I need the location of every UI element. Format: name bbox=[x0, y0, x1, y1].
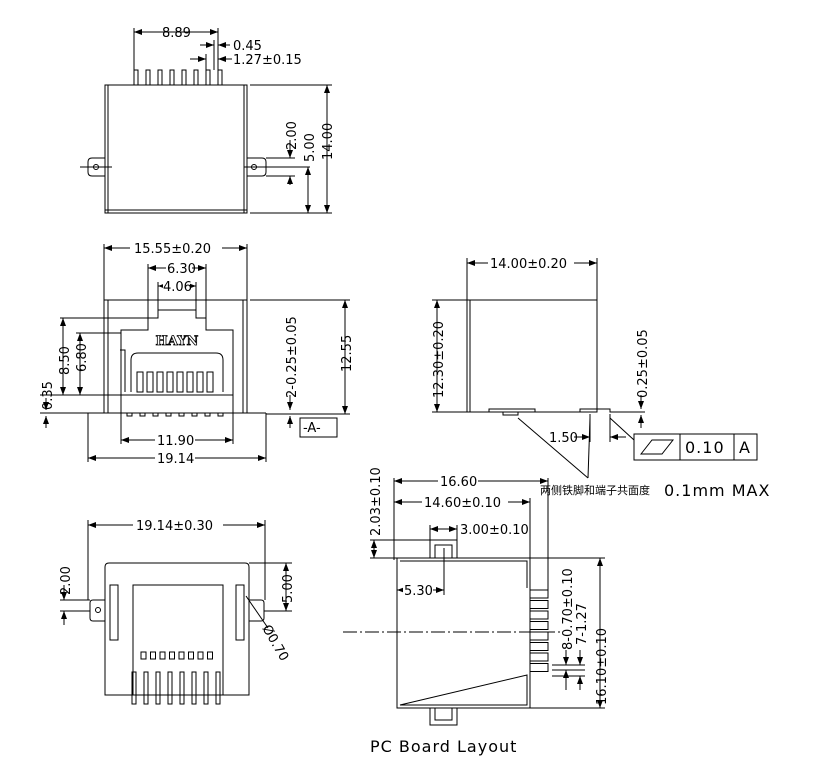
pin bbox=[169, 69, 175, 86]
pad bbox=[207, 651, 213, 660]
flatness-control-frame: 0.10 A bbox=[633, 433, 758, 461]
pad bbox=[159, 651, 166, 660]
dim-tab: 1.50 bbox=[549, 431, 578, 446]
dim-pins-span: 8.89 bbox=[162, 26, 191, 41]
pad bbox=[188, 651, 194, 660]
dim-ear: 2.00 bbox=[59, 566, 74, 595]
dim-width: 15.55±0.20 bbox=[134, 242, 211, 257]
pin bbox=[179, 671, 185, 705]
pin bbox=[203, 671, 209, 705]
contact bbox=[176, 371, 184, 393]
dim-h1: 8.50 bbox=[58, 346, 73, 375]
datum-a: -A- bbox=[303, 421, 321, 436]
fcf-value: 0.10 bbox=[685, 438, 725, 457]
flatness-icon bbox=[639, 439, 675, 455]
front-view: HAYN 15.55±0.20 6.30 4.06 12.55 2-0.25±0… bbox=[40, 240, 355, 467]
dim-body: 14.60±0.10 bbox=[424, 496, 501, 511]
brand-logo: HAYN bbox=[156, 334, 199, 349]
contact bbox=[146, 371, 154, 393]
pcb-pad bbox=[529, 621, 549, 630]
dim-tab-pos: 5.30 bbox=[404, 584, 433, 599]
contact bbox=[136, 371, 144, 393]
pcb-layout: 16.60 14.60±0.10 3.00±0.10 5.30 2.03±0.1… bbox=[343, 467, 610, 756]
pin-tip bbox=[165, 412, 172, 417]
dim-pitch: 7-1.27 bbox=[575, 603, 590, 645]
dim-tab-h: 2.03±0.10 bbox=[369, 467, 384, 536]
pcb-pad bbox=[529, 663, 549, 672]
pin bbox=[193, 69, 199, 86]
pin bbox=[131, 671, 137, 705]
pcb-pad bbox=[529, 600, 549, 609]
pin bbox=[143, 671, 149, 705]
pin bbox=[217, 69, 223, 86]
dim-depth: 14.00±0.20 bbox=[490, 257, 567, 272]
contact bbox=[166, 371, 174, 393]
pin bbox=[191, 671, 197, 705]
pin bbox=[155, 671, 161, 705]
side-view: 14.00±0.20 12.30±0.20 0.25±0.05 1.50 0.1… bbox=[432, 256, 770, 500]
pad bbox=[169, 651, 175, 660]
dim-ear-width: 2.00 bbox=[285, 121, 300, 150]
pad bbox=[150, 651, 156, 660]
dim-pads: 8-0.70±0.10 bbox=[561, 568, 576, 650]
pin-tip bbox=[191, 412, 198, 417]
dim-pin-pitch: 1.27±0.15 bbox=[233, 53, 302, 68]
pcb-pad bbox=[529, 652, 549, 662]
dim-plug-top: 6.30 bbox=[167, 262, 196, 277]
dim-ear-pos: 5.00 bbox=[303, 133, 318, 162]
dim-leg-thickness: 2-0.25±0.05 bbox=[285, 316, 300, 398]
contact bbox=[156, 371, 164, 393]
bottom-view: 19.14±0.30 2.00 5.00 Ø0.70 bbox=[59, 518, 296, 705]
dim-height: 12.30±0.20 bbox=[432, 321, 447, 398]
pin bbox=[181, 69, 187, 86]
contact bbox=[186, 371, 194, 393]
pin-tip bbox=[126, 412, 133, 417]
pin-tip bbox=[204, 412, 211, 417]
dim-opening: 11.90 bbox=[157, 434, 194, 449]
dim-h2: 6.80 bbox=[75, 343, 90, 372]
pcb-pad bbox=[529, 589, 549, 599]
dim-overall: 19.14±0.30 bbox=[136, 519, 213, 534]
dim-leg: 0.25±0.05 bbox=[636, 329, 651, 398]
dim-height: 16.10±0.10 bbox=[595, 628, 610, 705]
pin bbox=[205, 69, 211, 86]
pcb-pad bbox=[529, 642, 549, 651]
pin bbox=[215, 671, 221, 705]
dim-overall: 16.60 bbox=[440, 475, 477, 490]
dim-overall: 19.14 bbox=[157, 452, 194, 467]
dim-hole: Ø0.70 bbox=[259, 623, 292, 664]
pin bbox=[145, 69, 151, 86]
dim-plug-key: 4.06 bbox=[163, 280, 192, 295]
pin bbox=[133, 69, 139, 86]
coplanarity-value: 0.1mm MAX bbox=[664, 481, 770, 500]
pin-tip bbox=[217, 412, 224, 417]
pad bbox=[197, 651, 204, 660]
coplanarity-note: 两侧铁脚和端子共面度 bbox=[540, 483, 650, 497]
dim-tab: 3.00±0.10 bbox=[460, 523, 529, 538]
pcb-pad bbox=[529, 610, 549, 620]
pin-tip bbox=[152, 412, 159, 417]
dim-offset: 0.35 bbox=[41, 381, 56, 410]
dim-height: 12.55 bbox=[340, 335, 355, 372]
top-view: 8.89 0.45 1.27±0.15 14.00 5.00 2.00 bbox=[80, 26, 336, 214]
pcb-pad bbox=[529, 631, 549, 641]
contact bbox=[196, 371, 204, 393]
pin-tip bbox=[178, 412, 185, 417]
pin-tip bbox=[139, 412, 146, 417]
dim-depth: 14.00 bbox=[321, 123, 336, 160]
pad bbox=[140, 651, 147, 660]
pin bbox=[157, 69, 163, 86]
pad bbox=[178, 651, 185, 660]
contact bbox=[206, 371, 214, 393]
fcf-datum: A bbox=[739, 438, 751, 457]
pcb-layout-title: PC Board Layout bbox=[370, 737, 517, 756]
dim-pin-width: 0.45 bbox=[233, 39, 262, 54]
pin bbox=[167, 671, 173, 705]
dim-ear-pos: 5.00 bbox=[281, 574, 296, 603]
